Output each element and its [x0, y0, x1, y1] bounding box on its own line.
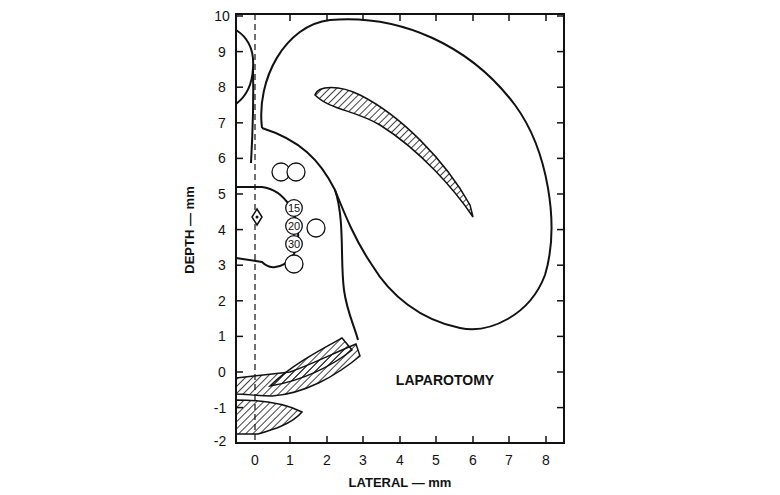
y-tick-label: 3 [218, 258, 226, 272]
lesion-circle: 15 [285, 199, 303, 217]
plot-frame [236, 14, 564, 443]
brain-outline [236, 19, 551, 340]
y-tick-label: 6 [218, 151, 226, 165]
y-tick-label: 10 [214, 9, 230, 23]
condition-label: LAPAROTOMY [396, 373, 494, 387]
dose-number: 20 [285, 217, 303, 232]
marker-diamond [252, 209, 262, 225]
x-tick-label: 4 [396, 453, 404, 467]
lesion-circles [272, 163, 325, 273]
y-tick-label: 4 [218, 223, 226, 237]
y-tick-label: 2 [218, 294, 226, 308]
chiasm-region [236, 344, 360, 396]
lesion-circle: 20 [285, 217, 303, 235]
ventricle [315, 88, 473, 218]
axis-ticks [236, 14, 564, 443]
y-tick-label: -1 [214, 401, 226, 415]
y-tick-label: 1 [218, 329, 226, 343]
y-tick-label: 5 [218, 187, 226, 201]
y-tick-label: -2 [214, 434, 226, 448]
x-tick-label: 6 [469, 453, 477, 467]
x-tick-label: 7 [505, 453, 513, 467]
marker-dot [256, 216, 259, 219]
x-tick-label: 1 [286, 453, 294, 467]
lesion-circle: 30 [285, 235, 303, 253]
x-tick-label: 8 [542, 453, 550, 467]
x-tick-label: 5 [432, 453, 440, 467]
x-tick-label: 3 [359, 453, 367, 467]
dose-number: 15 [285, 199, 303, 214]
y-tick-label: 0 [218, 365, 226, 379]
pituitary-region [236, 400, 302, 434]
y-tick-label: 8 [218, 80, 226, 94]
y-tick-label: 9 [218, 45, 226, 59]
x-tick-label: 2 [323, 453, 331, 467]
dose-number: 30 [285, 235, 303, 250]
axis-title: LATERAL — mm [349, 476, 452, 489]
x-tick-label: 0 [251, 453, 259, 467]
y-tick-label: 7 [218, 116, 226, 130]
axis-title: DEPTH — mm [183, 186, 196, 273]
